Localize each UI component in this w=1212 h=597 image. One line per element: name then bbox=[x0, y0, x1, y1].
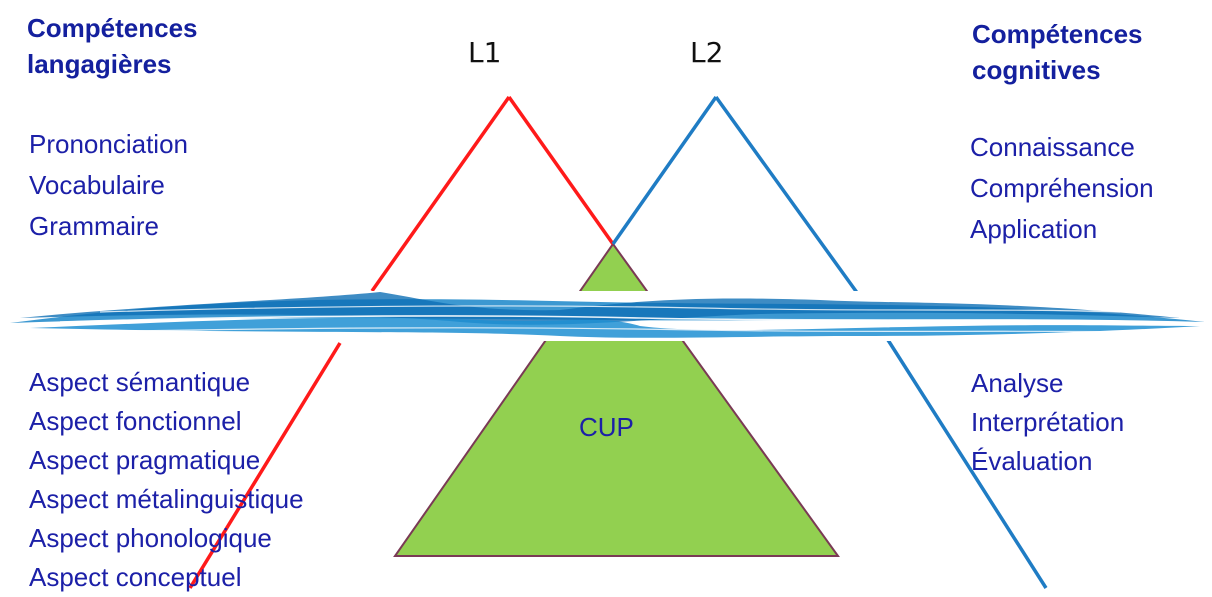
l2-label: L2 bbox=[690, 36, 724, 69]
left-upper-list: Prononciation Vocabulaire Grammaire bbox=[29, 124, 188, 247]
left-heading-line-2: langagières bbox=[27, 49, 172, 79]
list-item: Aspect sémantique bbox=[29, 367, 251, 397]
l1-right-edge bbox=[507, 95, 615, 246]
list-item: Aspect phonologique bbox=[29, 523, 272, 553]
list-item: Aspect fonctionnel bbox=[29, 406, 242, 436]
list-item: Application bbox=[970, 214, 1098, 244]
right-upper-list: Connaissance Compréhension Application bbox=[970, 127, 1154, 250]
l1-left-edge-lower bbox=[188, 342, 342, 589]
l1-label: L1 bbox=[468, 36, 502, 69]
list-item: Vocabulaire bbox=[29, 170, 165, 200]
list-item: Connaissance bbox=[970, 132, 1135, 162]
l2-right-edge bbox=[714, 95, 860, 296]
list-item: Compréhension bbox=[970, 173, 1154, 203]
l2-left-edge bbox=[611, 95, 718, 246]
cup-label: CUP bbox=[579, 412, 634, 442]
right-lower-list: Analyse Interprétation Évaluation bbox=[971, 364, 1124, 481]
right-heading: Compétences cognitives bbox=[972, 16, 1143, 88]
list-item: Aspect conceptuel bbox=[29, 562, 242, 592]
list-item: Analyse bbox=[971, 368, 1064, 398]
water-surface bbox=[10, 292, 1205, 338]
l1-left-edge bbox=[370, 95, 511, 293]
list-item: Grammaire bbox=[29, 211, 160, 241]
left-heading: Compétences langagières bbox=[27, 10, 198, 82]
right-heading-line-2: cognitives bbox=[972, 55, 1101, 85]
left-heading-line-1: Compétences bbox=[27, 13, 198, 43]
list-item: Aspect métalinguistique bbox=[29, 484, 304, 514]
l2-right-edge-lower bbox=[886, 339, 1048, 589]
list-item: Aspect pragmatique bbox=[29, 445, 261, 475]
cup-triangle bbox=[393, 242, 840, 557]
right-heading-line-1: Compétences bbox=[972, 19, 1143, 49]
list-item: Interprétation bbox=[971, 407, 1125, 437]
left-lower-list: Aspect sémantique Aspect fonctionnel Asp… bbox=[29, 363, 304, 597]
list-item: Évaluation bbox=[971, 446, 1093, 476]
list-item: Prononciation bbox=[29, 129, 188, 159]
